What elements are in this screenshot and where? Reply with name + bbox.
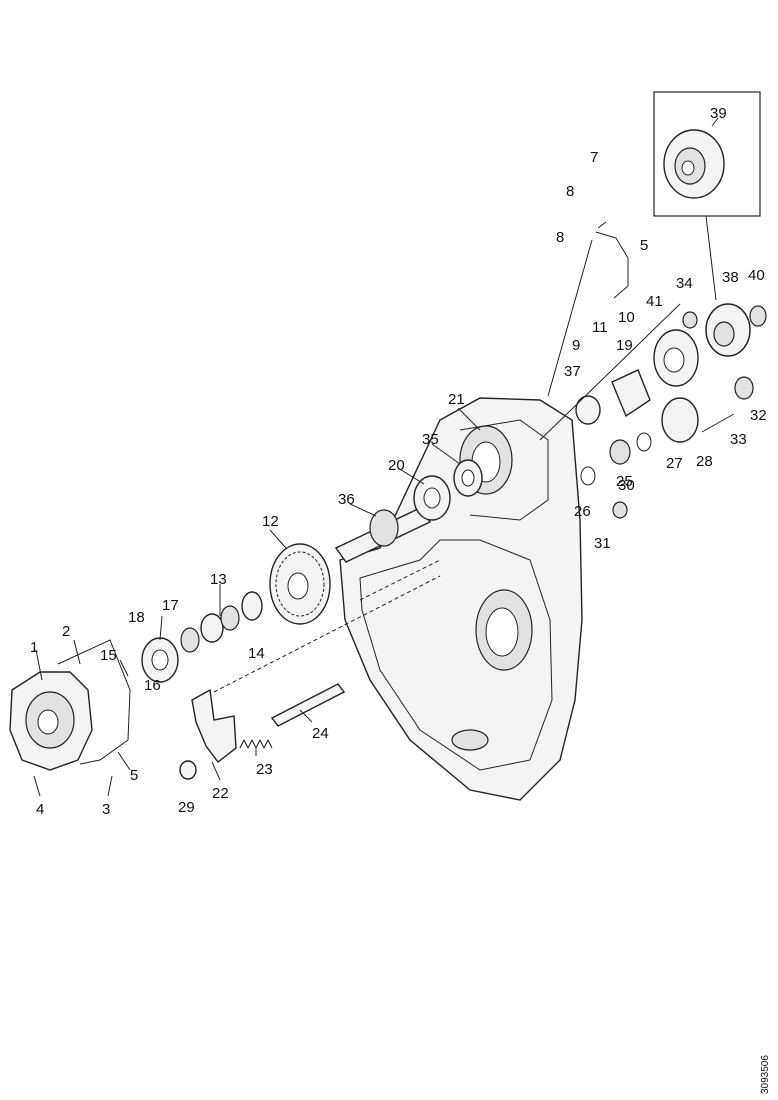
callout-23: 23 — [256, 761, 273, 778]
callout-25: 25 — [616, 473, 633, 490]
callout-6: 5 — [640, 237, 648, 254]
inset-box — [653, 91, 761, 217]
callout-40: 40 — [748, 267, 765, 284]
bearing-20 — [413, 475, 451, 521]
shift-fork-22 — [191, 688, 237, 763]
front-cover — [9, 639, 131, 771]
callout-7: 7 — [590, 149, 598, 166]
callout-13: 13 — [210, 571, 227, 588]
bolt-33 — [701, 413, 735, 433]
nut-40 — [749, 305, 767, 327]
sleeve-32 — [734, 376, 754, 400]
callout-37: 37 — [564, 363, 581, 380]
rod-24 — [270, 683, 346, 727]
callout-36: 36 — [338, 491, 355, 508]
callout-17: 17 — [162, 597, 179, 614]
callout-9: 9 — [572, 337, 580, 354]
callout-41: 41 — [646, 293, 663, 310]
callout-4: 4 — [36, 801, 44, 818]
ring-26 — [580, 466, 596, 486]
callout-11: 11 — [592, 319, 608, 336]
callout-15: 15 — [100, 647, 117, 664]
callout-22: 22 — [212, 785, 229, 802]
callout-20: 20 — [388, 457, 405, 474]
callout-21: 21 — [448, 391, 465, 408]
callout-3: 3 — [102, 801, 110, 818]
callouts: 1 2 3 4 5 5 7 8 8 9 10 11 12 13 14 15 16… — [30, 105, 767, 818]
callout-19: 19 — [616, 337, 633, 354]
housing-41 — [653, 329, 699, 387]
plug-31 — [612, 501, 628, 519]
gasket-19 — [611, 369, 651, 418]
plug-29 — [179, 760, 197, 780]
callout-14: 14 — [248, 645, 265, 662]
seal-37 — [575, 395, 601, 425]
callout-33: 33 — [730, 431, 747, 448]
spacer-13 — [200, 591, 263, 643]
callout-27: 27 — [666, 455, 683, 472]
ring-25 — [636, 432, 652, 452]
bearing-18 — [141, 637, 179, 683]
reference-code: 3093506 — [760, 1055, 771, 1094]
callout-8a: 8 — [566, 183, 574, 200]
flange-38 — [705, 303, 751, 357]
callout-18: 18 — [128, 609, 145, 626]
callout-12: 12 — [262, 513, 279, 530]
callout-10: 10 — [618, 309, 635, 326]
bearing-35 — [453, 459, 483, 497]
shaft-36 — [334, 507, 432, 563]
ring-17 — [180, 627, 200, 653]
callout-31: 31 — [594, 535, 611, 552]
gear-12 — [269, 543, 331, 625]
callout-24: 24 — [312, 725, 329, 742]
callout-1: 1 — [30, 639, 38, 656]
leader-lines — [33, 215, 717, 797]
callout-39: 39 — [710, 105, 727, 122]
callout-2: 2 — [62, 623, 70, 640]
callout-38: 38 — [722, 269, 739, 286]
callout-30: 30 — [618, 477, 635, 494]
spring-23 — [239, 738, 273, 750]
callout-34: 34 — [676, 275, 693, 292]
callout-32: 32 — [750, 407, 767, 424]
callout-8b: 8 — [556, 229, 564, 246]
breather-pipe-6 — [595, 221, 629, 299]
callout-26: 26 — [574, 503, 591, 520]
bushing-30 — [609, 439, 631, 465]
callout-35: 35 — [422, 431, 439, 448]
callout-28: 28 — [696, 453, 713, 470]
callout-16: 16 — [144, 677, 161, 694]
callout-5: 5 — [130, 767, 138, 784]
transfer-case-housing — [339, 397, 583, 801]
callout-29: 29 — [178, 799, 195, 816]
cover-28 — [661, 397, 699, 443]
nut-34 — [682, 311, 698, 329]
